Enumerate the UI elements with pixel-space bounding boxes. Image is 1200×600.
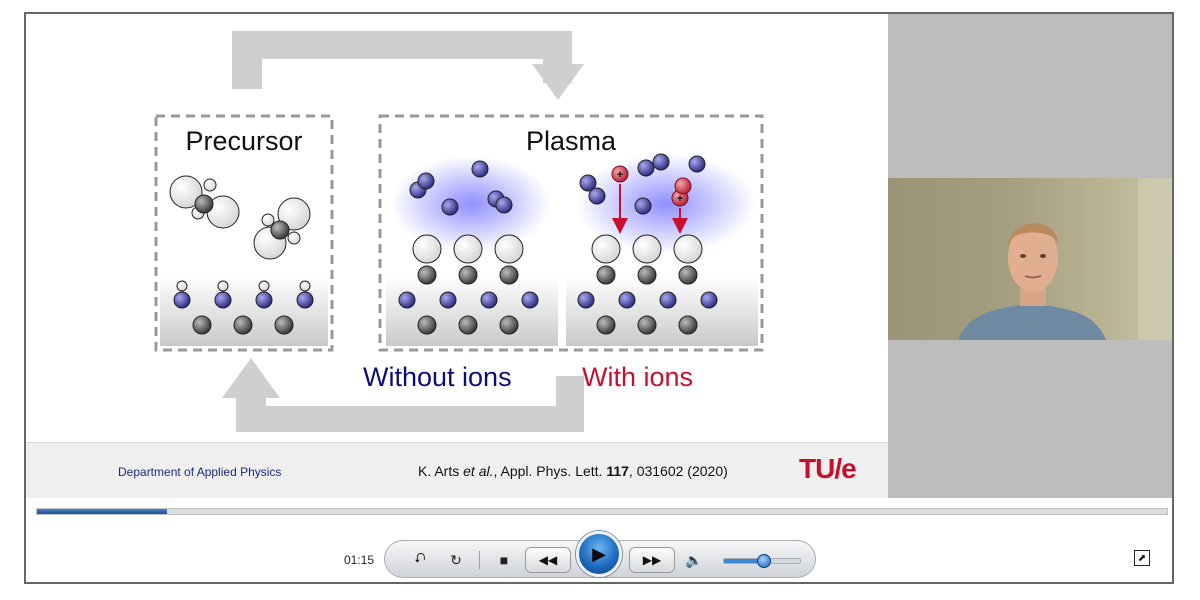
surface-without-ions (386, 276, 558, 346)
citation: K. Arts et al., Appl. Phys. Lett. 117, 0… (418, 463, 728, 479)
elapsed-time: 01:15 (344, 553, 375, 567)
ald-cycle-diagram: Precursor Plasma (154, 31, 764, 432)
department-label: Department of Applied Physics (118, 465, 282, 479)
with-ions-label: With ions (582, 362, 693, 392)
without-ions-label: Without ions (363, 362, 512, 392)
rewind-icon: ◀◀ (538, 553, 558, 567)
popout-icon: ⬈ (1137, 552, 1147, 564)
play-icon: ▶ (592, 543, 606, 564)
video-player-window: Precursor Plasma (24, 12, 1174, 584)
presentation-slide: Precursor Plasma (26, 14, 888, 498)
replay-icon: ↻ (450, 551, 462, 568)
citation-volume: 117 (606, 463, 629, 479)
citation-authors: K. Arts (418, 463, 464, 479)
speaker-webcam (888, 178, 1172, 340)
repeat-shuffle-icon: ⮏ (414, 550, 426, 566)
fast-forward-button[interactable]: ▶▶ (629, 547, 675, 573)
seek-bar-progress (37, 509, 167, 514)
surface-atoms-without-ions (398, 234, 539, 335)
seek-bar[interactable] (36, 508, 1168, 515)
stop-button[interactable]: ■ (493, 549, 515, 571)
citation-etal: et al. (463, 463, 494, 479)
tue-logo: TU/e (799, 453, 857, 484)
cycle-arrow-top (232, 31, 584, 100)
ion-plus-sign: + (677, 193, 683, 205)
radicals-without-ions (409, 160, 513, 216)
precursor-label: Precursor (185, 126, 302, 156)
popout-button[interactable]: ⬈ (1134, 550, 1150, 566)
slide-footer: Department of Applied Physics K. Arts et… (26, 442, 888, 498)
surface-atoms-with-ions (577, 234, 718, 335)
citation-journal: , Appl. Phys. Lett. (493, 463, 607, 479)
volume-slider-thumb[interactable] (756, 554, 771, 568)
precursor-molecule (169, 175, 311, 260)
ion-plus-sign: + (617, 169, 623, 181)
shuffle-repeat-button[interactable]: ⮏ (409, 549, 431, 571)
cycle-arrow-bottom (222, 358, 584, 432)
plasma-label: Plasma (526, 126, 617, 156)
player-controls: 01:15 ⮏ ↻ ■ ◀◀ ▶▶ 🔈 ▶ ⬈ (26, 522, 1172, 582)
volume-icon: 🔈 (685, 551, 703, 568)
citation-page-year: , 031602 (2020) (628, 463, 728, 479)
play-button[interactable]: ▶ (576, 531, 622, 577)
fast-forward-icon: ▶▶ (642, 553, 662, 567)
stop-icon: ■ (499, 552, 509, 568)
surface-with-ions (566, 276, 758, 346)
speaker-sidebar (888, 14, 1172, 498)
replay-button[interactable]: ↻ (445, 549, 467, 571)
radicals-with-ions (579, 153, 706, 215)
plasma-box (378, 114, 764, 352)
ions (611, 165, 692, 207)
precursor-surface-atoms (173, 280, 314, 335)
precursor-box (154, 114, 334, 352)
control-separator (479, 551, 480, 569)
speaker-figure (958, 178, 1172, 340)
rewind-button[interactable]: ◀◀ (525, 547, 571, 573)
mute-button[interactable]: 🔈 (683, 549, 705, 571)
